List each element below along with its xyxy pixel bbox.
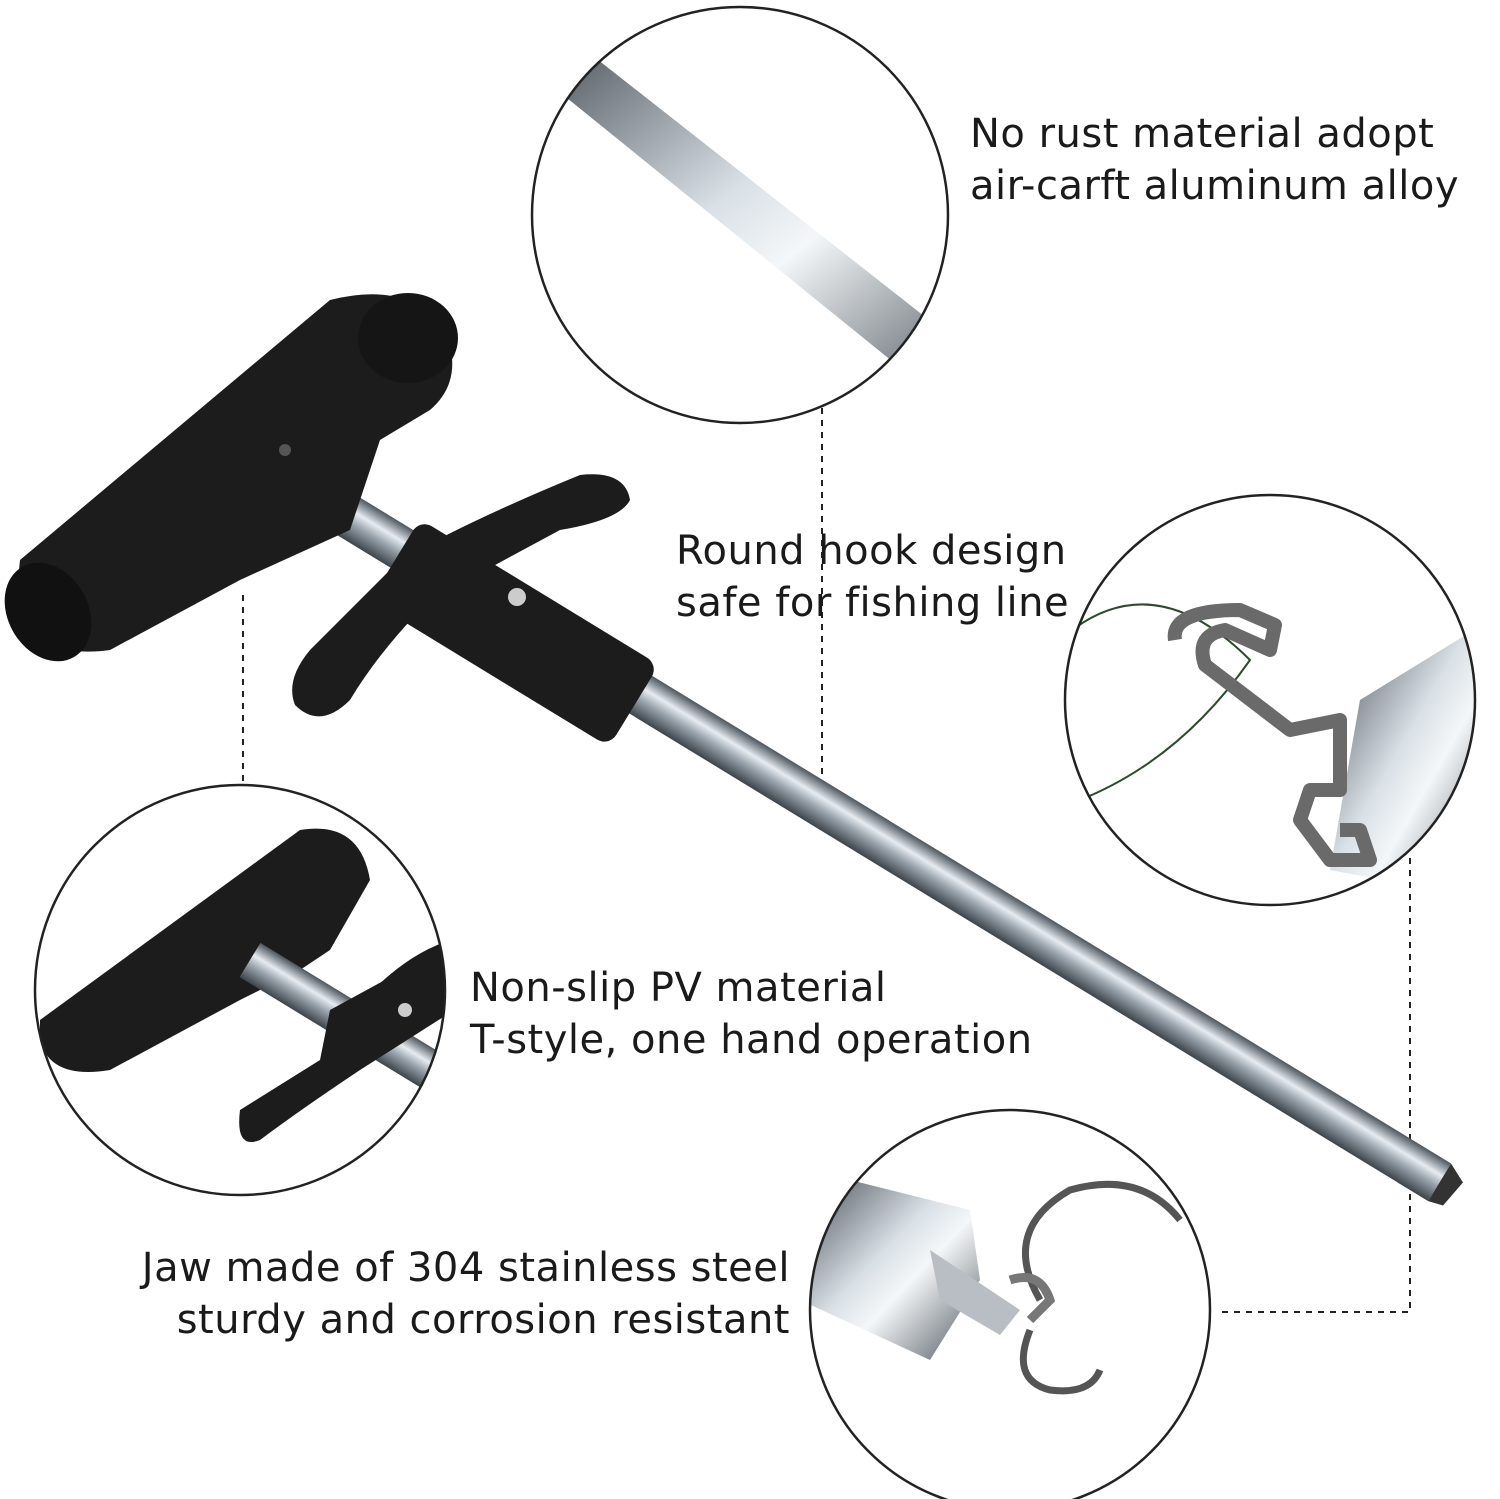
caption-line: air-carft aluminum alloy bbox=[970, 163, 1459, 209]
caption-line: T-style, one hand operation bbox=[470, 1017, 1033, 1063]
detail-circle-rod bbox=[532, 30, 948, 400]
main-tool bbox=[4, 293, 1463, 1206]
feature-caption-jaw: Jaw made of 304 stainless steel sturdy a… bbox=[142, 1242, 790, 1346]
caption-line: Jaw made of 304 stainless steel bbox=[141, 1245, 790, 1291]
feature-caption-hook: Round hook design safe for fishing line bbox=[676, 525, 1069, 629]
detail-circle-hook bbox=[1065, 603, 1475, 900]
detail-circle-handle bbox=[40, 828, 445, 1142]
caption-line: safe for fishing line bbox=[676, 580, 1070, 626]
caption-line: No rust material adopt bbox=[970, 111, 1435, 157]
feature-caption-handle: Non-slip PV material T-style, one hand o… bbox=[470, 962, 1033, 1066]
feature-caption-aluminum: No rust material adopt air-carft aluminu… bbox=[970, 108, 1459, 212]
caption-line: sturdy and corrosion resistant bbox=[176, 1297, 790, 1343]
detail-circle-jaw bbox=[810, 1170, 1183, 1395]
dashed-connectors bbox=[242, 408, 1411, 1313]
caption-line: Round hook design bbox=[676, 528, 1067, 574]
caption-line: Non-slip PV material bbox=[470, 965, 887, 1011]
